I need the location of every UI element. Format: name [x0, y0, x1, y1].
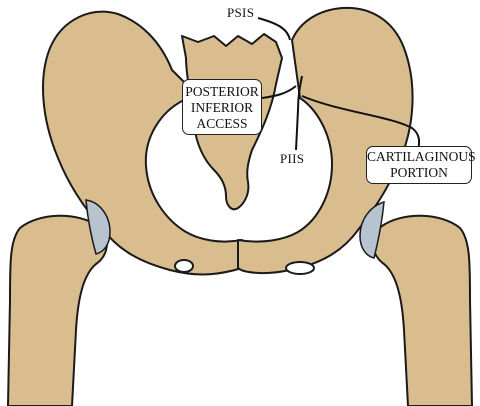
obturator-foramen-right: [285, 261, 315, 275]
left-femur-shape: [7, 214, 108, 406]
obturator-foramen-left: [174, 259, 194, 273]
right-hip-bone-shape: [237, 6, 414, 275]
cartilaginous-label-line-2: PORTION: [390, 165, 448, 180]
posterior-label-line-2: INFERIOR: [190, 100, 254, 115]
piis-pointer-line: [295, 75, 303, 151]
posterior-access-pointer-line: [261, 85, 297, 99]
right-femur-shape: [372, 214, 473, 406]
right-cartilage-shape: [359, 200, 385, 259]
posterior-label-line-3: ACCESS: [196, 116, 248, 131]
cartilaginous-portion-label: CARTILAGINOUS PORTION: [366, 146, 476, 184]
posterior-label-line-1: POSTERIOR: [185, 84, 259, 99]
piis-label: PIIS: [280, 151, 305, 166]
posterior-inferior-access-label: POSTERIOR INFERIOR ACCESS: [182, 79, 262, 135]
cartilaginous-pointer-line: [301, 95, 421, 151]
psis-pointer-line: [257, 17, 291, 41]
psis-label: PSIS: [227, 5, 255, 20]
left-cartilage-shape: [85, 199, 111, 255]
cartilaginous-label-line-1: CARTILAGINOUS: [367, 149, 476, 164]
